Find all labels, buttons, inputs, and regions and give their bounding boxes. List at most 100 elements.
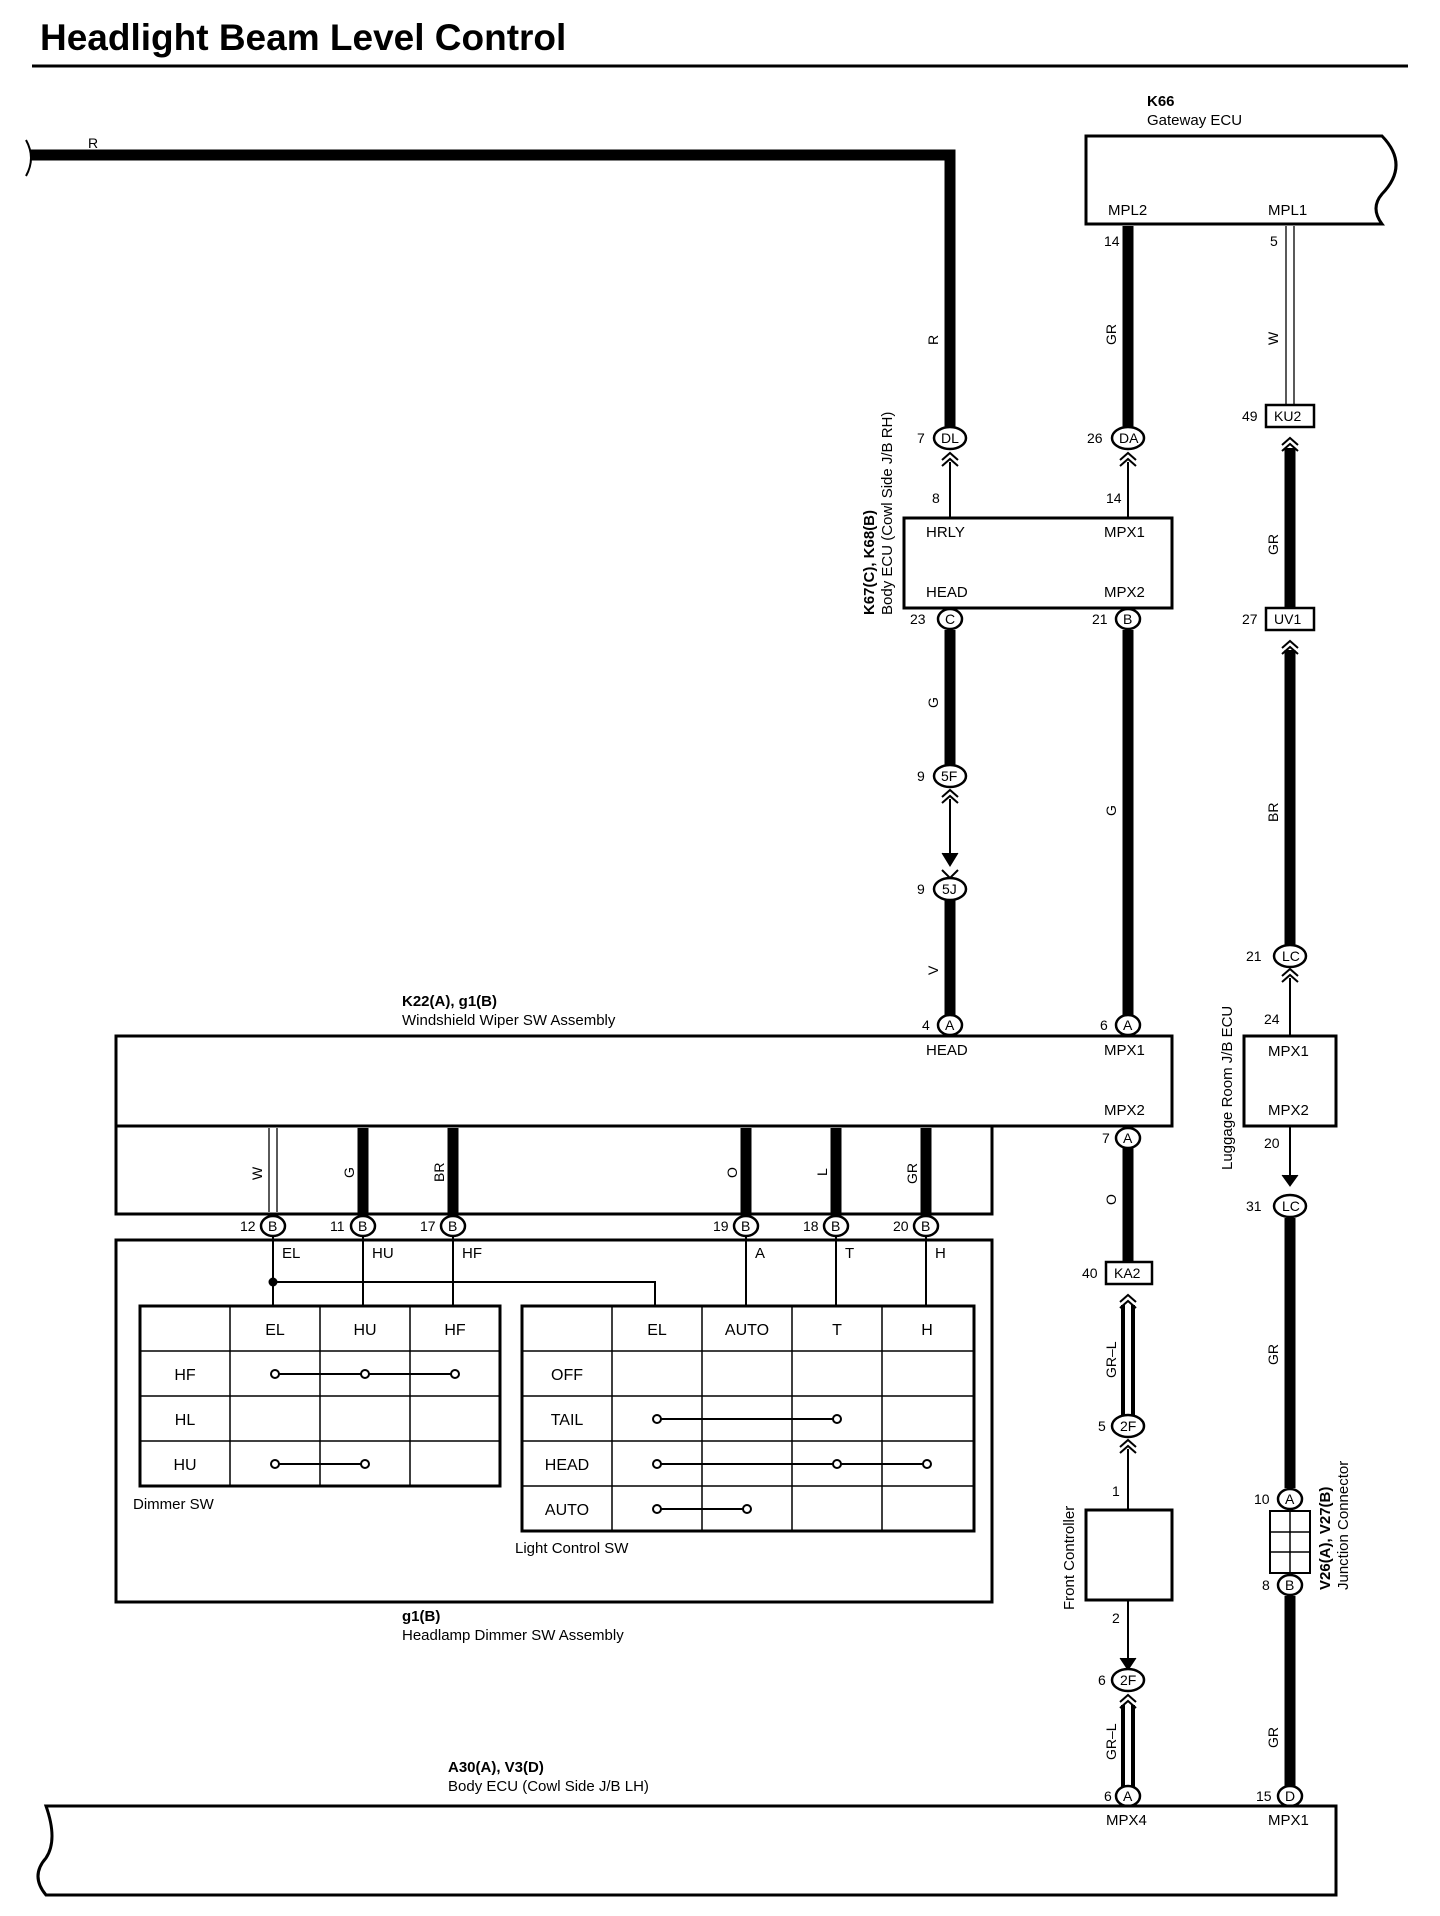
pin-number: 9 [917,881,925,897]
component-code: K66 [1147,93,1175,110]
pin-label: MPL2 [1108,202,1147,219]
svg-text:B: B [448,1218,457,1234]
table-row-label: OFF [551,1367,583,1384]
wire-color-label: GR [1265,1727,1281,1748]
wire-color-label: G [341,1167,357,1178]
body-ecu-lh: A30(A), V3(D) Body ECU (Cowl Side J/B LH… [36,1759,1338,1897]
component-name: Junction Connector [1335,1461,1352,1590]
connector-code: A [1123,1788,1133,1804]
table-header: H [921,1322,933,1339]
pin-number: 14 [1104,233,1120,249]
pin-number: 27 [1242,611,1258,627]
connector-code: A [1285,1491,1295,1507]
svg-text:B: B [358,1218,367,1234]
component-name: Gateway ECU [1147,112,1242,129]
wire-color-label: BR [431,1163,447,1182]
connector-ku2 [1264,403,1316,429]
wire-color-label: L [814,1168,830,1176]
svg-text:B: B [741,1218,750,1234]
connector-code: A [1123,1017,1133,1033]
pin-label: MPX4 [1106,1812,1147,1829]
component-code: V26(A), V27(B) [1317,1487,1334,1590]
pin-number: 4 [922,1017,930,1033]
component-code: K67(C), K68(B) [861,510,878,615]
table-row-label: AUTO [545,1502,589,1519]
connector-lc [1272,943,1308,969]
connector-code: 5J [942,881,957,897]
connector-code: 2F [1120,1418,1136,1434]
component-name: Headlamp Dimmer SW Assembly [402,1627,624,1644]
connector-code: KA2 [1114,1265,1141,1281]
component-name: Windshield Wiper SW Assembly [402,1012,616,1029]
svg-text:B: B [921,1218,930,1234]
component-code: K22(A), g1(B) [402,993,497,1010]
connector-5f [932,763,968,789]
terminal-label: A [755,1245,765,1262]
headlamp-dimmer-sw-assembly: g1(B) Headlamp Dimmer SW Assembly [114,1238,994,1644]
table-header: HF [444,1322,466,1339]
pin-number: 2 [1112,1610,1120,1626]
wire-color-label: BR [1265,803,1281,822]
connector-b [1114,607,1142,631]
wire-color-label: O [724,1167,740,1178]
connector-b [1276,1573,1304,1597]
terminal-label: T [845,1245,854,1262]
pin-number: 24 [1264,1011,1280,1027]
pin-number: 10 [1254,1491,1270,1507]
gateway-ecu: K66 Gateway ECU MPL2 MPL1 [1084,93,1398,226]
table-row-label: HL [175,1412,196,1429]
pin-number: 7 [1102,1130,1110,1146]
pin-number: 9 [917,768,925,784]
connector-code: C [945,611,955,627]
connector-b-row: B 12 B 11 B 17 B 19 B 18 B 20 [240,1214,940,1238]
connector-code: DL [941,430,959,446]
wire-gr-l [1121,1705,1135,1790]
connector-code: B [1285,1577,1294,1593]
connector-2f [1110,1667,1146,1693]
dimmer-sw-table: EL HU HF HF HL HU [138,1304,502,1488]
body-ecu-rh: K67(C), K68(B) Body ECU (Cowl Side J/B R… [861,412,1174,615]
light-control-sw-label: Light Control SW [515,1540,629,1557]
pin-number: 8 [1262,1577,1270,1593]
pin-number: 1 [1112,1483,1120,1499]
connector-ka2 [1104,1260,1154,1286]
terminal-label: H [935,1245,946,1262]
wire-color-label: R [88,135,98,151]
luggage-room-jb-ecu: MPX1 MPX2 Luggage Room J/B ECU [1219,1006,1338,1170]
pin-number: 21 [1246,948,1262,964]
pin-number: 20 [1264,1135,1280,1151]
table-header: EL [265,1322,285,1339]
dimmer-sw-label: Dimmer SW [133,1496,215,1513]
connector-code: A [945,1017,955,1033]
component-name: Front Controller [1061,1506,1078,1610]
front-controller: Front Controller [1061,1506,1174,1610]
pin-number: 26 [1087,430,1103,446]
pin-label: MPX1 [1268,1043,1309,1060]
pin-number: 40 [1082,1265,1098,1281]
svg-text:17: 17 [420,1218,436,1234]
wire-w [268,1128,278,1212]
table-row-label: HF [174,1367,196,1384]
pin-number: 21 [1092,611,1108,627]
pin-number: 8 [932,490,940,506]
connector-code: LC [1282,948,1300,964]
pin-number: 6 [1100,1017,1108,1033]
pin-label: MPX1 [1104,1042,1145,1059]
pin-label: MPX2 [1104,584,1145,601]
component-name: Body ECU (Cowl Side J/B RH) [879,412,896,615]
svg-text:18: 18 [803,1218,819,1234]
wire-color-label: O [1103,1194,1119,1205]
pin-label: MPL1 [1268,202,1307,219]
wire-color-label: GR [1103,324,1119,345]
pin-number: 6 [1104,1788,1112,1804]
svg-text:12: 12 [240,1218,256,1234]
wire-color-label: W [1265,331,1281,345]
pin-number: 14 [1106,490,1122,506]
connector-code: UV1 [1274,611,1301,627]
table-row-label: TAIL [551,1412,584,1429]
pin-number: 23 [910,611,926,627]
pin-label: MPX1 [1268,1812,1309,1829]
wire-color-label: GR [904,1163,920,1184]
connector-code: A [1123,1130,1133,1146]
connector-code: 5F [941,768,957,784]
